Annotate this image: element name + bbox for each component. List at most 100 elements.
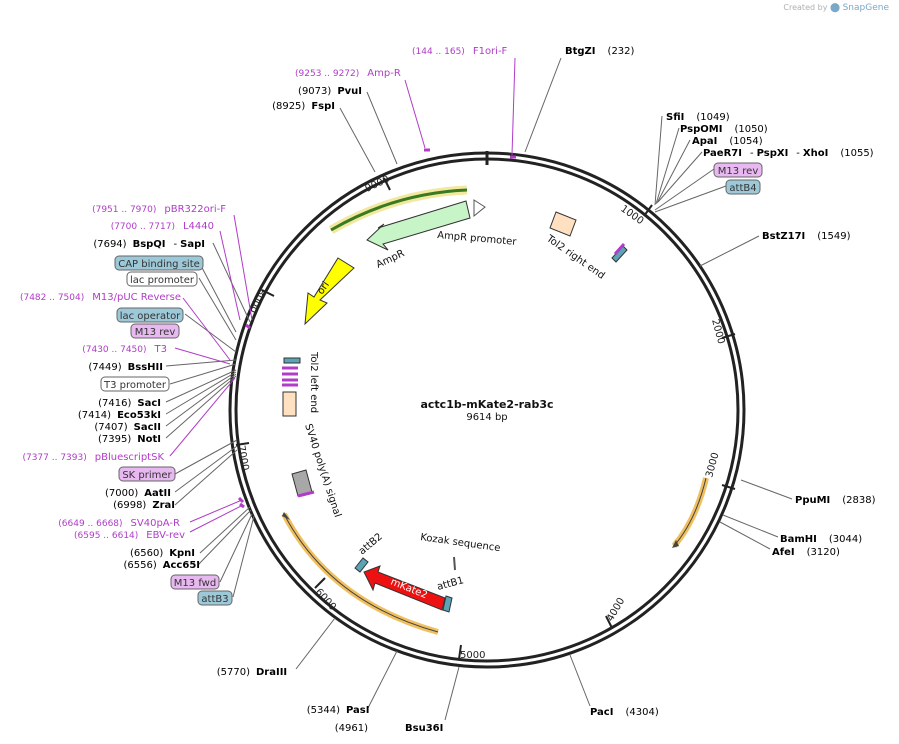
plasmid-length: 9614 bp: [466, 412, 507, 423]
sites-right: BtgZI(232) SfiI(1049) PspOMI(1050) ApaI(…: [217, 46, 876, 734]
site-name: AatII: [144, 488, 171, 499]
site-pos: (7694): [93, 239, 126, 250]
svg-text:(7000)AatII: (7000) AatII: [105, 488, 171, 499]
primer-name: T3: [154, 344, 167, 355]
site-pos: (7000): [105, 488, 138, 499]
svg-text:DraIII: DraIII: [256, 667, 287, 678]
svg-text:(7407)SacII: (7407)SacII: [94, 422, 161, 433]
site-name: BspQI: [133, 239, 166, 250]
tick-1000: 1000: [618, 203, 645, 227]
site-pos: (3120): [807, 547, 840, 558]
svg-text:(7377 .. 7393)pBluescriptSK: (7377 .. 7393)pBluescriptSK: [22, 452, 164, 463]
primer-range: (7951 .. 7970): [92, 205, 156, 215]
svg-text:(7395)NotI: (7395)NotI: [98, 434, 161, 445]
boxed-labels: M13 rev attB4 CAP binding site lac promo…: [100, 162, 763, 606]
site-pos: (1549): [817, 231, 850, 242]
primer-range: (6595 .. 6614): [74, 531, 138, 541]
box-lac-promoter: lac promoter: [130, 275, 195, 286]
watermark-prefix: Created by: [783, 3, 828, 12]
kozak-label: Kozak sequence: [420, 532, 501, 554]
site-name: KpnI: [169, 548, 195, 559]
box-lac-operator: lac operator: [120, 311, 181, 322]
site-name: PasI: [346, 705, 369, 716]
box-cap: CAP binding site: [118, 259, 200, 270]
snapgene-logo-icon: ⬤: [829, 3, 841, 13]
tol2-right-label: Tol2 right end: [543, 233, 606, 282]
svg-text:(7951 .. 7970)pBR322ori-F: (7951 .. 7970) pBR322ori-F: [92, 204, 226, 215]
ampr-promoter-feature[interactable]: [473, 199, 486, 218]
site-pos: (8925): [272, 101, 305, 112]
svg-text:PpuMI(2838): PpuMI(2838): [795, 495, 876, 506]
svg-text:ApaI(1054): ApaI(1054): [692, 136, 763, 147]
svg-text:(4961): (4961): [335, 723, 368, 734]
svg-text:Bsu36I: Bsu36I: [405, 723, 443, 734]
primer-range: (7430 .. 7450): [82, 345, 146, 355]
tol2-left-feature[interactable]: [282, 391, 297, 417]
box-t3-promoter: T3 promoter: [103, 380, 167, 391]
ampr-label: AmpR: [375, 248, 407, 271]
site-name: BstZ17I: [762, 231, 805, 242]
primer-range: (7700 .. 7717): [111, 222, 175, 232]
svg-text:(7416)SacI: (7416)SacI: [98, 398, 161, 409]
svg-text:PasI: PasI: [346, 705, 369, 716]
attb1-label: attB1: [436, 575, 465, 593]
svg-text:(144 .. 165)F1ori-F: (144 .. 165)F1ori-F: [412, 46, 508, 57]
svg-text:BtgZI(232): BtgZI(232): [565, 46, 635, 57]
site-pos: (5344): [307, 705, 340, 716]
site-name: DraIII: [256, 667, 287, 678]
box-sk-primer: SK primer: [122, 470, 172, 481]
site-pos: (3044): [829, 534, 862, 545]
site-pos: (1049): [696, 112, 729, 123]
svg-text:(7694)BspQI-SapI: (7694)BspQI-SapI: [93, 239, 205, 250]
watermark-brand: SnapGene: [842, 3, 889, 13]
sites-left: (9073)PvuI (8925)FspI (7694)BspQI-SapI (…: [78, 86, 362, 571]
site-name: PspOMI: [680, 124, 722, 135]
site-pos: (232): [608, 46, 635, 57]
svg-text:(5344): (5344): [307, 705, 340, 716]
svg-text:PaeR7I-PspXI-XhoI(1055): PaeR7I-PspXI-XhoI(1055): [703, 148, 874, 159]
primer-connectors: [169, 57, 516, 533]
primer-ticks: [237, 148, 516, 509]
site-pos: (7449): [88, 362, 121, 373]
site-name: Bsu36I: [405, 723, 443, 734]
site-name: Eco53kI: [117, 410, 161, 421]
m13rev-primer-mark: [613, 242, 626, 256]
primer-marks-left: [282, 366, 298, 387]
site-name: NotI: [137, 434, 161, 445]
svg-text:(7449)BssHII: (7449)BssHII: [88, 362, 163, 373]
highlight-arc-lower: [281, 512, 439, 635]
site-pos: (1050): [734, 124, 767, 135]
primer-name: pBR322ori-F: [164, 204, 226, 215]
svg-text:(9073)PvuI: (9073)PvuI: [298, 86, 362, 97]
attb2-feature: [354, 557, 369, 573]
sv40-label: SV40 poly(A) signal: [302, 423, 343, 519]
primer-name: SV40pA-R: [131, 518, 180, 529]
tick-7000: 7000: [235, 445, 250, 472]
primer-name: L4440: [183, 221, 214, 232]
primer-name: Amp-R: [367, 68, 401, 79]
site-name: ApaI: [692, 136, 717, 147]
connectors-right: [295, 57, 793, 721]
site-name: PacI: [590, 707, 613, 718]
svg-text:(5770): (5770): [217, 667, 250, 678]
tick-8000: 8000: [247, 287, 268, 315]
ampr-promoter-arc: [330, 188, 468, 232]
site-name: PaeR7I: [703, 148, 742, 159]
box-attb3: attB3: [201, 594, 228, 605]
connectors-left: [165, 91, 398, 598]
svg-text:(6998)ZraI: (6998)ZraI: [113, 500, 175, 511]
mkate2-feature[interactable]: [363, 565, 446, 611]
ori-feature[interactable]: [304, 257, 355, 326]
site-pos: (4304): [625, 707, 658, 718]
box-attb4: attB4: [729, 183, 756, 194]
primer-range: (6649 .. 6668): [58, 519, 122, 529]
ampr-feature[interactable]: [366, 200, 471, 251]
site-pos: (1055): [840, 148, 873, 159]
tol2-right-feature[interactable]: [549, 211, 577, 237]
site-name: PspXI: [757, 148, 789, 159]
tick-3000: 3000: [704, 451, 721, 478]
primer-labels: (144 .. 165)F1ori-F (9253 .. 9272)Amp-R …: [20, 46, 508, 541]
svg-text:(7700 .. 7717)L4440: (7700 .. 7717) L4440: [111, 221, 214, 232]
site-pos: (5770): [217, 667, 250, 678]
